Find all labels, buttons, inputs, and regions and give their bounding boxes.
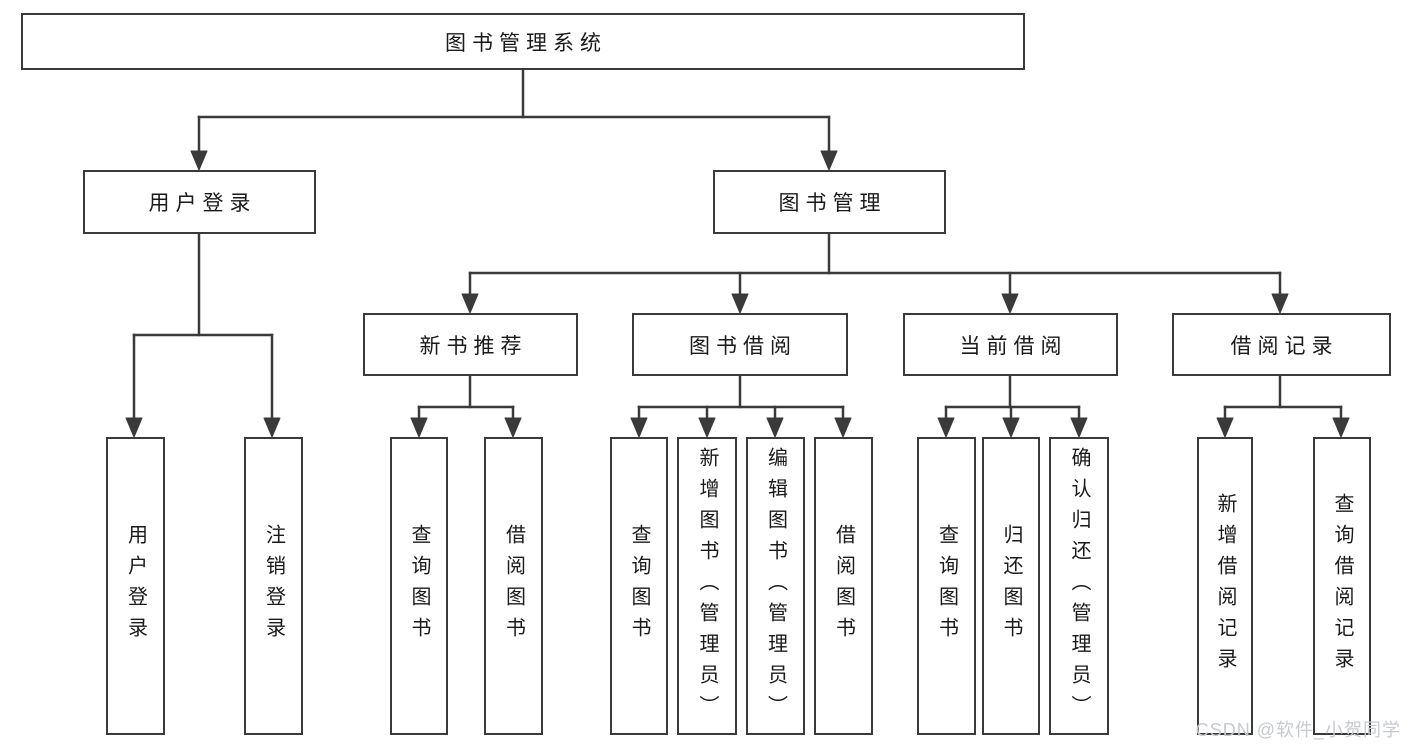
node-user-login: 用户登录 bbox=[83, 170, 316, 234]
connector-new-book-recommendation bbox=[410, 374, 522, 438]
node-new-book-recommendation: 新书推荐 bbox=[363, 313, 578, 376]
connector-book-borrowing bbox=[630, 374, 852, 438]
node-book-borrowing: 图书借阅 bbox=[632, 313, 848, 376]
connector-book-management bbox=[461, 231, 1289, 314]
leaf-logout: 注销登录 bbox=[244, 437, 303, 735]
leaf-borrow-books: 借阅图书 bbox=[814, 437, 873, 735]
leaf-edit-books-admin: 编辑图书（管理员） bbox=[746, 437, 805, 735]
leaf-query-books-current: 查询图书 bbox=[917, 437, 976, 735]
connector-borrowing-records bbox=[1216, 374, 1350, 438]
leaf-query-books-borrowing: 查询图书 bbox=[610, 437, 668, 735]
connector-current-borrowing bbox=[937, 374, 1088, 438]
leaf-query-borrow-record: 查询借阅记录 bbox=[1313, 437, 1371, 735]
node-library-management-system: 图书管理系统 bbox=[21, 13, 1025, 70]
connector-root bbox=[190, 67, 838, 171]
leaf-add-borrow-record: 新增借阅记录 bbox=[1197, 437, 1253, 735]
leaf-confirm-return-admin: 确认归还（管理员） bbox=[1049, 437, 1109, 735]
node-current-borrowing: 当前借阅 bbox=[903, 313, 1118, 376]
node-borrowing-records: 借阅记录 bbox=[1172, 313, 1391, 376]
connector-user-login bbox=[125, 231, 281, 438]
node-book-management: 图书管理 bbox=[713, 170, 946, 234]
leaf-return-books: 归还图书 bbox=[982, 437, 1040, 735]
leaf-add-books-admin: 新增图书（管理员） bbox=[677, 437, 737, 735]
watermark: CSDN @软件_小贺同学 bbox=[1195, 720, 1401, 740]
leaf-query-books-recommend: 查询图书 bbox=[390, 437, 448, 735]
leaf-borrow-books-recommend: 借阅图书 bbox=[484, 437, 543, 735]
leaf-user-login: 用户登录 bbox=[106, 437, 165, 735]
